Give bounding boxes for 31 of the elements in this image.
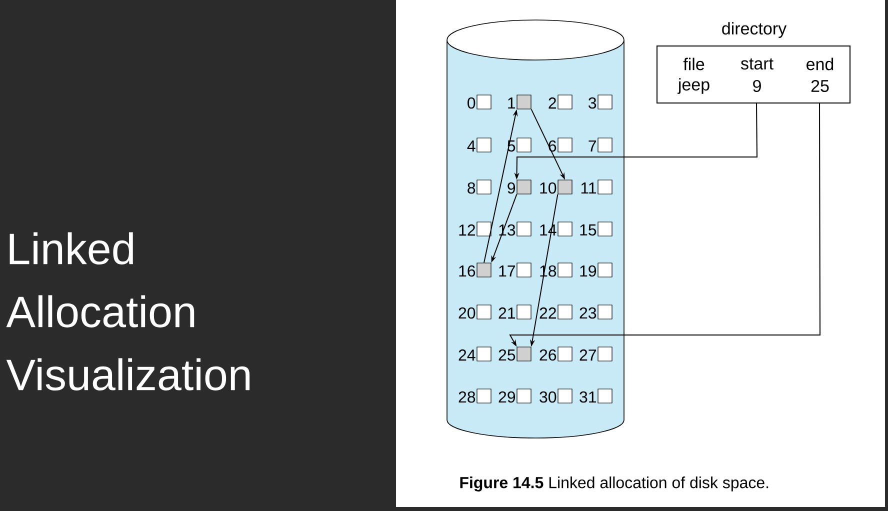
block-number: 3 [588,97,596,109]
block-number: 1 [508,98,516,108]
block-number: 30 [540,391,556,403]
block-number: 16 [459,265,476,277]
block-number: 8 [468,182,476,194]
block-number: 27 [580,349,596,361]
directory-table: directory file start end jeep 9 25 [656,22,851,104]
block-number: 15 [580,224,596,236]
block-number: 12 [459,224,475,236]
block-number: 20 [458,307,476,319]
block-number: 19 [580,265,596,277]
block-number: 22 [540,307,556,319]
block-number: 9 [508,182,516,194]
block-number: 25 [498,349,516,361]
block-number: 7 [588,140,596,152]
block-number: 21 [498,307,516,319]
block-number: 29 [498,391,516,403]
block-number: 24 [458,349,476,361]
block-number: 17 [499,266,515,276]
block-number: 2 [548,97,556,109]
block-number: 4 [467,140,476,152]
block-number: 23 [580,307,596,319]
block-number: 0 [468,97,476,109]
node-label: directory [722,22,787,38]
figure-caption: Figure 14.5 Linked allocation of disk space. [460,476,768,492]
block-number: 11 [581,182,596,194]
slide-title: Linked Allocation Visualization [6,232,250,390]
block-number: 10 [540,182,556,194]
block-number: 28 [458,391,476,403]
block-number: 31 [580,391,596,403]
block-number: 26 [540,349,556,361]
